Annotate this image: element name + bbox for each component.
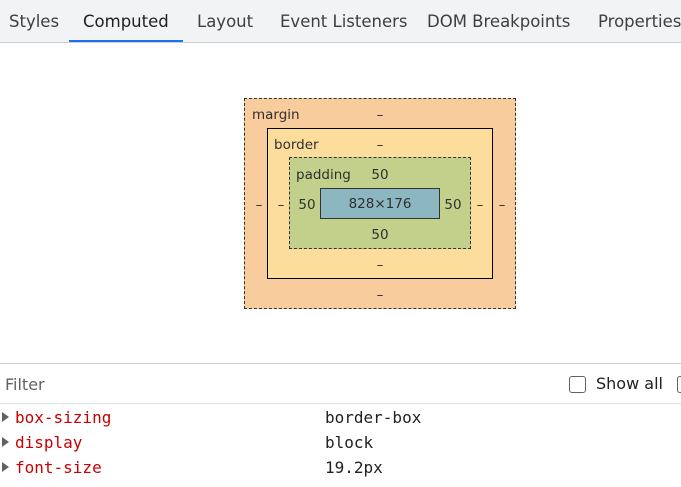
property-name: box-sizing <box>15 408 112 427</box>
property-row[interactable]: font-size 19.2px <box>0 456 681 481</box>
show-all-label[interactable]: Show all <box>596 374 663 393</box>
padding-top-value[interactable]: 50 <box>371 167 389 183</box>
border-bottom-value[interactable]: – <box>376 257 384 273</box>
expand-triangle-icon[interactable] <box>2 462 9 472</box>
tab-computed[interactable]: Computed <box>83 12 169 31</box>
active-tab-indicator <box>69 40 183 42</box>
margin-bottom-value[interactable]: – <box>376 287 384 303</box>
border-label: border <box>274 137 319 153</box>
tab-event-listeners[interactable]: Event Listeners <box>280 12 408 31</box>
margin-top-value[interactable]: – <box>376 107 384 123</box>
tab-styles[interactable]: Styles <box>9 12 60 31</box>
content-size-value[interactable]: 828×176 <box>348 196 412 212</box>
margin-right-value[interactable]: – <box>498 197 506 213</box>
tab-properties[interactable]: Properties <box>598 12 681 31</box>
box-model-content[interactable] <box>320 188 440 219</box>
group-checkbox[interactable] <box>677 376 681 393</box>
filter-input[interactable] <box>5 372 525 396</box>
border-right-value[interactable]: – <box>476 197 484 213</box>
expand-triangle-icon[interactable] <box>2 412 9 422</box>
margin-left-value[interactable]: – <box>255 197 263 213</box>
property-value: block <box>325 433 374 452</box>
filter-bar: Show all <box>0 363 681 404</box>
property-value: border-box <box>325 408 422 427</box>
padding-label: padding <box>296 167 351 183</box>
property-name: display <box>15 433 83 452</box>
property-row[interactable]: box-sizing border-box <box>0 406 681 431</box>
padding-bottom-value[interactable]: 50 <box>371 227 389 243</box>
border-top-value[interactable]: – <box>376 137 384 153</box>
panel-tab-strip: Styles Computed Layout Event Listeners D… <box>0 0 681 43</box>
margin-label: margin <box>252 107 300 123</box>
border-left-value[interactable]: – <box>277 197 285 213</box>
property-row[interactable]: display block <box>0 431 681 456</box>
padding-right-value[interactable]: 50 <box>444 197 462 213</box>
tab-layout[interactable]: Layout <box>197 12 254 31</box>
property-value: 19.2px <box>325 458 383 477</box>
property-name: font-size <box>15 458 102 477</box>
show-all-checkbox[interactable] <box>569 376 586 393</box>
expand-triangle-icon[interactable] <box>2 437 9 447</box>
tab-dom-breakpoints[interactable]: DOM Breakpoints <box>427 12 571 31</box>
padding-left-value[interactable]: 50 <box>298 197 316 213</box>
